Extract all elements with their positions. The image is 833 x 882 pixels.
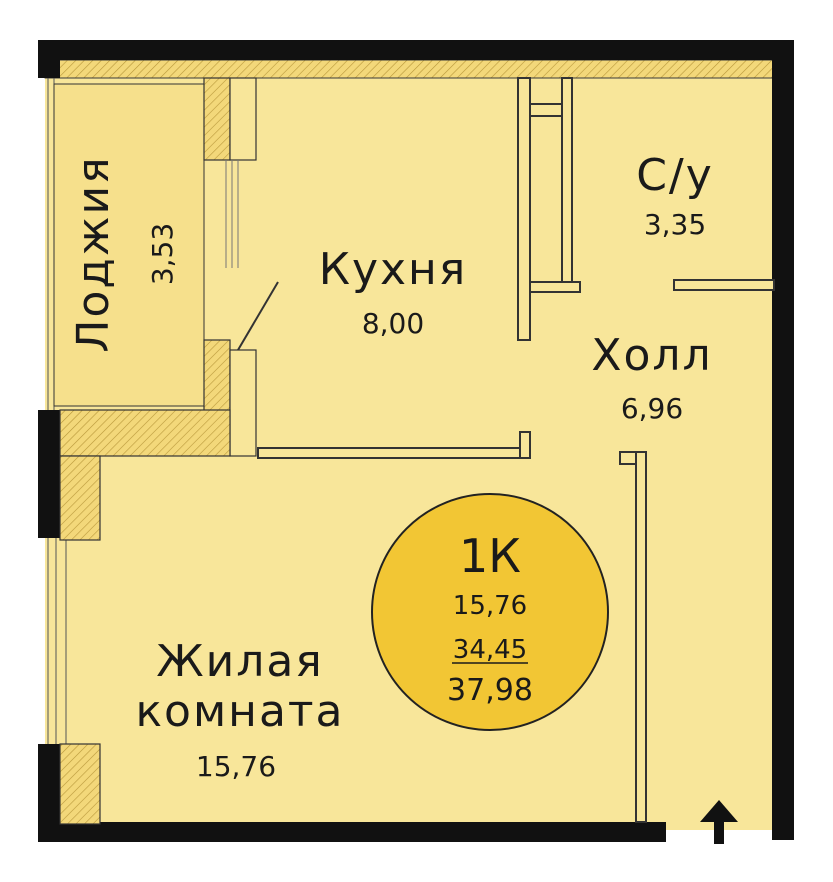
bathroom-name: С/у [636,150,714,201]
apartment-badge: 1К 15,76 34,45 37,98 [371,493,609,731]
top-wall-strip [44,59,776,79]
badge-circle [371,493,609,731]
hall-area: 6,96 [621,392,683,425]
living-name-line1: Жилая [156,636,324,687]
bathroom-area: 3,35 [644,208,706,241]
loggia-name: Лоджия [68,155,119,352]
room-hall: Холл 6,96 [591,330,712,425]
badge-total-with-loggia: 37,98 [447,673,533,708]
badge-type: 1К [459,529,521,583]
living-name-line2: комната [135,686,344,737]
loggia-area: 3,53 [146,223,179,285]
outer-walls [38,40,794,842]
kitchen-name: Кухня [319,244,468,295]
kitchen-area: 8,00 [362,307,424,340]
badge-total-area: 34,45 [453,635,527,665]
arrow-up-icon [700,800,738,844]
badge-living-area: 15,76 [453,591,527,621]
room-living: Жилая комната 15,76 [135,636,344,783]
loggia-living-wall [59,409,231,825]
hall-name: Холл [591,330,712,381]
room-loggia: Лоджия 3,53 [68,155,179,352]
loggia-walls [53,77,279,457]
room-kitchen: Кухня 8,00 [319,244,468,340]
interior-partitions [257,77,775,823]
room-bathroom: С/у 3,35 [636,150,714,241]
living-area: 15,76 [196,750,276,783]
